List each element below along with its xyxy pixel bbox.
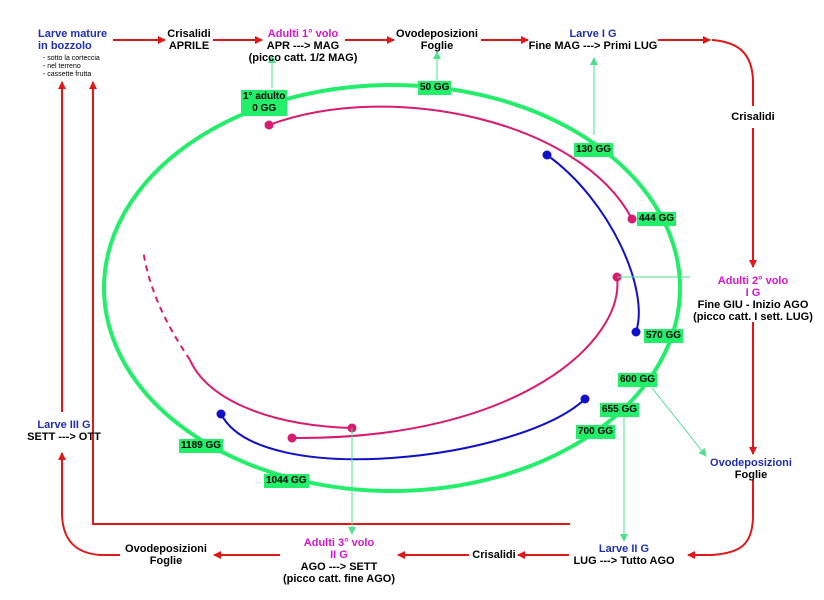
note-cassette: - cassette frutta xyxy=(43,71,92,78)
ovodep-right-text: Foglie xyxy=(734,469,768,481)
larve-mature-label: Larve mature in bozzolo xyxy=(38,28,107,52)
ovodep-right-title: Ovodeposizioni xyxy=(710,457,792,469)
crisalidi-aprile-line1: Crisalidi xyxy=(167,28,211,40)
third-generation-dashed xyxy=(142,249,191,361)
gen1-start-dot xyxy=(264,120,274,130)
adulti-1-period: APR ---> MAG xyxy=(266,40,340,52)
blue-end-dot xyxy=(631,327,641,337)
note-corteccia: - sotto la corteccia xyxy=(43,55,100,62)
degree-day-ring xyxy=(102,83,682,493)
adulti-2-peak: (picco catt. I sett. LUG) xyxy=(693,311,813,323)
adulti-2-label: Adulti 2° volo I G Fine GIU - Inizio AGO… xyxy=(686,275,820,323)
ovodep-top-label: Ovodeposizioni Foglie xyxy=(390,28,484,52)
crisalidi-right-text: Crisalidi xyxy=(731,111,775,123)
badge-1044gg: 1044 GG xyxy=(264,474,309,488)
badge-600gg: 600 GG xyxy=(618,373,658,387)
crisalidi-right-label: Crisalidi xyxy=(726,111,780,123)
blue-start-dot xyxy=(542,150,552,160)
larve-1-label: Larve I G Fine MAG ---> Primi LUG xyxy=(522,28,664,52)
ovodep-bottom-line1: Ovodeposizioni xyxy=(125,543,207,555)
adulti-1-title: Adulti 1° volo xyxy=(267,28,339,40)
note-terreno: - nel terreno xyxy=(43,63,81,70)
pointer-600gg xyxy=(651,387,707,457)
adulti-1-label: Adulti 1° volo APR ---> MAG (picco catt.… xyxy=(240,28,366,64)
adulti-1-peak: (picco catt. 1/2 MAG) xyxy=(248,52,358,64)
larve-2-title: Larve II G xyxy=(598,543,650,555)
adulti-2-title-line2: I G xyxy=(745,287,761,299)
badge-first-adult-line1: 1° adulto xyxy=(243,91,286,102)
adulti-3-title-line2: II G xyxy=(330,549,348,561)
blue-bottom-end-dot xyxy=(216,409,226,419)
blue-arc-bottom xyxy=(220,398,586,461)
second-generation-arc xyxy=(291,276,619,440)
badge-first-adult-line2: 0 GG xyxy=(252,103,277,114)
larve-1-period: Fine MAG ---> Primi LUG xyxy=(528,40,658,52)
gen2-end-dot xyxy=(287,433,297,443)
adulti-3-period: AGO ---> SETT xyxy=(300,561,378,573)
larve-mature-line2: in bozzolo xyxy=(38,40,92,52)
corner-bottom-left xyxy=(58,452,120,556)
ovodep-top-line2: Foglie xyxy=(420,40,454,52)
larve-3-period: SETT ---> OTT xyxy=(27,431,101,443)
third-generation-arc xyxy=(189,359,353,429)
ovodep-bottom-label: Ovodeposizioni Foglie xyxy=(118,543,214,567)
crisalidi-aprile-line2: APRILE xyxy=(168,40,210,52)
ovodep-bottom-line2: Foglie xyxy=(149,555,183,567)
first-generation-arc xyxy=(268,105,633,220)
ovodep-top-line1: Ovodeposizioni xyxy=(396,28,478,40)
crisalidi-bottom-label: Crisalidi xyxy=(469,549,519,561)
adulti-3-peak: (picco catt. fine AGO) xyxy=(282,573,396,585)
arrow-overwinter-return xyxy=(89,81,570,525)
crisalidi-aprile-label: Crisalidi APRILE xyxy=(164,28,214,52)
adulti-3-label: Adulti 3° volo II G AGO ---> SETT (picco… xyxy=(276,537,402,585)
adulti-2-period: Fine GIU - Inizio AGO xyxy=(697,299,809,311)
larve-mature-notes: - sotto la corteccia - nel terreno - cas… xyxy=(43,55,100,79)
corner-bottom-right xyxy=(687,480,754,559)
badge-444gg: 444 GG xyxy=(637,212,677,226)
larve-3-label: Larve III G SETT ---> OTT xyxy=(24,419,104,443)
gen1-end-dot xyxy=(627,214,637,224)
ovodep-right-label: Ovodeposizioni Foglie xyxy=(704,457,798,481)
badge-first-adult: 1° adulto 0 GG xyxy=(241,90,288,116)
adulti-2-title-line1: Adulti 2° volo xyxy=(717,275,789,287)
badge-700gg: 700 GG xyxy=(576,425,616,439)
crisalidi-bottom-text: Crisalidi xyxy=(472,549,516,561)
larve-2-period: LUG ---> Tutto AGO xyxy=(573,555,675,567)
larve-2-label: Larve II G LUG ---> Tutto AGO xyxy=(568,543,680,567)
badge-50gg: 50 GG xyxy=(418,81,452,95)
blue-bottom-start-dot xyxy=(580,394,590,404)
larve-3-title: Larve III G xyxy=(37,419,91,431)
badge-1189gg: 1189 GG xyxy=(179,439,224,453)
larve-1-title: Larve I G xyxy=(569,28,617,40)
badge-130gg: 130 GG xyxy=(574,143,614,157)
larve-mature-line1: Larve mature xyxy=(38,28,108,40)
badge-570gg: 570 GG xyxy=(644,329,684,343)
corner-top-right xyxy=(711,39,754,106)
blue-arc-top xyxy=(546,154,640,333)
badge-655gg: 655 GG xyxy=(600,403,640,417)
adulti-3-title-line1: Adulti 3° volo xyxy=(303,537,375,549)
